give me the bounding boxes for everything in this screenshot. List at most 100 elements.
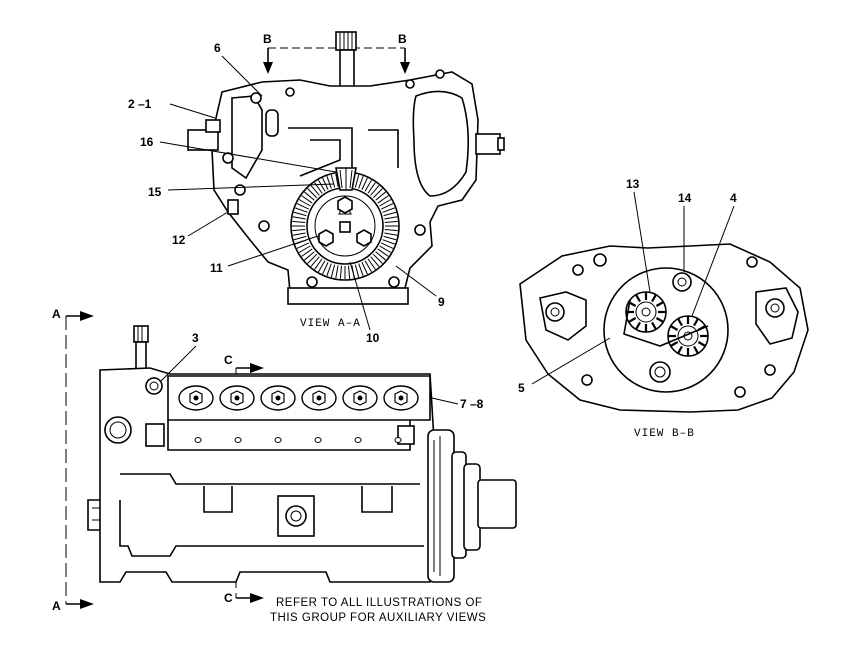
gear-tooth [670, 325, 679, 331]
gear-tooth [326, 176, 332, 189]
gear-tooth [628, 317, 637, 323]
gear-tooth [384, 232, 398, 236]
gear-tooth [301, 248, 313, 257]
gear-tooth [292, 232, 306, 236]
band-hole [234, 437, 242, 443]
gear-tooth [310, 185, 320, 196]
gear-tooth [383, 211, 397, 217]
note-line-2: THIS GROUP FOR AUXILIARY VIEWS [270, 612, 486, 624]
gear-tooth [304, 191, 315, 201]
gear-tooth [330, 264, 336, 278]
gear-tooth [383, 235, 397, 241]
gear-tooth [358, 176, 364, 189]
gear-tooth [318, 179, 326, 192]
gear-tooth [307, 188, 318, 199]
callout-9: 9 [438, 295, 445, 309]
gear-tooth [335, 173, 339, 187]
gear-tooth [697, 341, 706, 347]
gear-tooth [296, 242, 309, 249]
gear-tooth [318, 260, 326, 273]
gear-tooth [370, 185, 380, 196]
gear-tooth [693, 345, 699, 354]
callout-7-8: 7 –8 [460, 397, 484, 411]
band-hole [354, 437, 362, 443]
gear-tooth [292, 228, 306, 232]
gear-tooth [651, 321, 657, 330]
section-a-top: A [52, 307, 61, 321]
port-center [357, 395, 363, 401]
gear-tooth [635, 321, 641, 330]
callout-16: 16 [140, 135, 154, 149]
auxiliary-views-note: REFER TO ALL ILLUSTRATIONS OF THIS GROUP… [270, 597, 486, 624]
callout-3: 3 [192, 331, 199, 345]
callout-4: 4 [730, 191, 737, 205]
gear-tooth [361, 262, 368, 275]
gear-tooth [367, 258, 376, 270]
gear-tooth [304, 251, 315, 261]
gear-tooth [298, 199, 311, 207]
section-c-top: C [224, 353, 233, 367]
callout-2-1: 2 –1 [128, 97, 152, 111]
port-center [398, 395, 404, 401]
gear-tooth [372, 188, 383, 199]
callout-15: 15 [148, 185, 162, 199]
gear-tooth [375, 191, 386, 201]
view-aa-drawing [187, 31, 505, 305]
gear-tooth [382, 239, 395, 245]
gear-tooth [384, 228, 398, 232]
view-bb-label: VIEW B–B [634, 428, 695, 440]
view-aa-label: VIEW A–A [300, 318, 361, 330]
gear-tooth [335, 265, 339, 279]
gear-tooth [381, 203, 394, 210]
gear-tooth [296, 203, 309, 210]
band-hole [394, 437, 402, 443]
callouts-side-view: 3 7 –8 [159, 331, 484, 411]
callout-5: 5 [518, 381, 525, 395]
gear-tooth [372, 253, 383, 264]
gear-tooth [310, 256, 320, 267]
gear-tooth [298, 245, 311, 253]
gear-tooth [651, 294, 657, 303]
gear-tooth [364, 179, 372, 192]
gear-tooth [693, 318, 699, 327]
gear-tooth [293, 211, 307, 217]
section-c-bottom: C [224, 591, 233, 605]
callout-14: 14 [678, 191, 692, 205]
gear-tooth [635, 294, 641, 303]
gear-tooth [314, 258, 323, 270]
gear-tooth [377, 195, 389, 204]
gear-tooth [301, 195, 313, 204]
section-b-left: B [263, 32, 272, 46]
gear-tooth [677, 318, 683, 327]
callouts-view-aa: 6 2 –1 16 15 12 11 9 10 VIEW A–A [128, 41, 445, 345]
gear-tooth [384, 220, 398, 224]
gear-tooth [295, 207, 308, 213]
gear-tooth [377, 248, 389, 257]
band-hole [274, 437, 282, 443]
port-center [234, 395, 240, 401]
gear-tooth [326, 263, 332, 276]
section-marks: B B A A C C [52, 32, 407, 613]
gear-tooth [382, 207, 395, 213]
gear-tooth [381, 242, 394, 249]
band-hole [194, 437, 202, 443]
port-center [316, 395, 322, 401]
port-center [275, 395, 281, 401]
gear-tooth [354, 174, 360, 188]
gear-tooth [292, 216, 306, 220]
callout-6: 6 [214, 41, 221, 55]
injector-ports [178, 385, 419, 411]
callout-11: 11 [210, 261, 223, 275]
callout-12: 12 [172, 233, 186, 247]
gear-tooth [677, 345, 683, 354]
side-view-drawing [65, 311, 517, 609]
gear-tooth [322, 262, 329, 275]
gear-tooth [364, 260, 372, 273]
gear-tooth [375, 251, 386, 261]
callouts-view-bb: 13 14 4 5 VIEW B–B [518, 177, 737, 440]
band-hole [314, 437, 322, 443]
gear-tooth [293, 235, 307, 241]
gear-tooth [367, 182, 376, 194]
gear-tooth [655, 301, 664, 307]
